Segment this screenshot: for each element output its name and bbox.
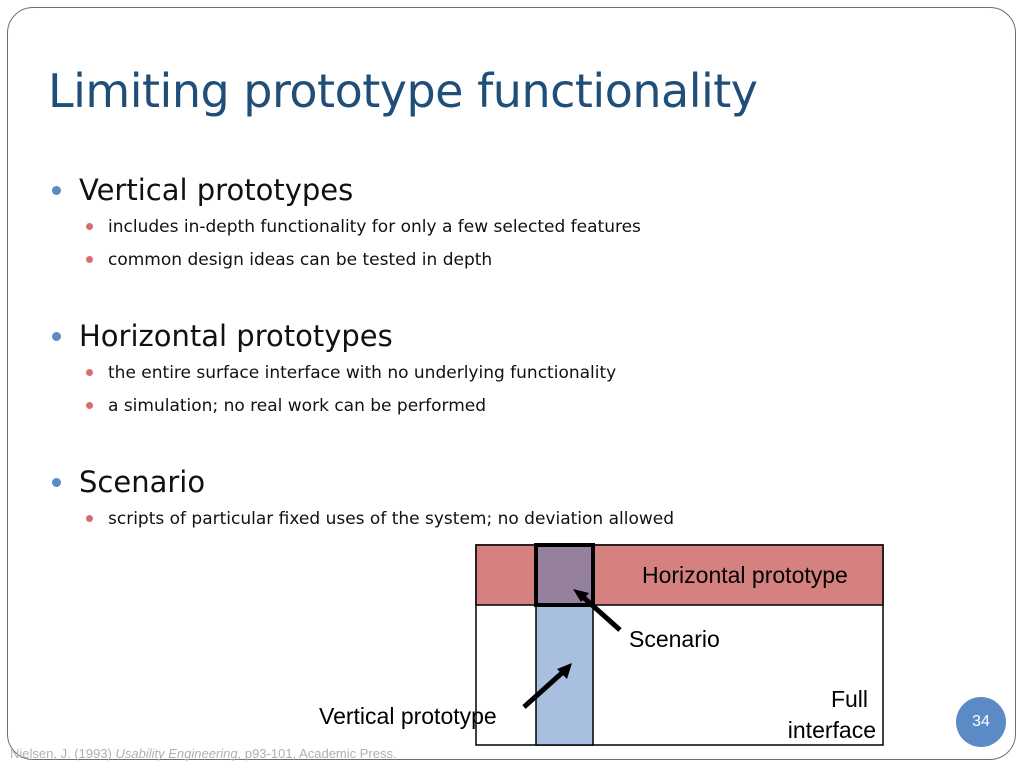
sub-bullet-item: the entire surface interface with no und…: [86, 356, 750, 389]
sub-bullet-text: scripts of particular fixed uses of the …: [108, 508, 675, 529]
sub-bullet-item: a simulation; no real work can be perfor…: [86, 389, 750, 422]
page-number-badge: 34: [956, 697, 1006, 747]
sub-bullet-dot-icon: [86, 369, 93, 376]
bullet-heading: Scenario: [79, 465, 206, 499]
sub-bullet-dot-icon: [86, 515, 93, 522]
bullet-heading: Vertical prototypes: [79, 173, 354, 207]
citation-title: Usability Engineering,: [115, 746, 242, 761]
bullet-item: Horizontal prototypes: [50, 316, 750, 356]
citation-suffix: p93-101, Academic Press.: [241, 746, 397, 761]
sub-bullet-dot-icon: [86, 402, 93, 409]
sub-bullet-dot-icon: [86, 256, 93, 263]
sub-bullet-text: the entire surface interface with no und…: [108, 362, 617, 383]
bullet-group-horizontal: Horizontal prototypes the entire surface…: [50, 316, 750, 422]
bullet-dot-icon: [52, 331, 61, 341]
bullet-item: Scenario: [50, 462, 750, 502]
bullet-dot-icon: [52, 185, 61, 195]
sub-bullet-item: includes in-depth functionality for only…: [86, 210, 750, 243]
sub-bullet-text: a simulation; no real work can be perfor…: [108, 395, 487, 416]
bullet-group-vertical: Vertical prototypes includes in-depth fu…: [50, 170, 750, 276]
sub-bullet-item: scripts of particular fixed uses of the …: [86, 502, 750, 535]
sub-bullet-text: includes in-depth functionality for only…: [108, 216, 641, 237]
footer-citation: Nielsen, J. (1993) Usability Engineering…: [10, 746, 397, 761]
sub-bullet-item: common design ideas can be tested in dep…: [86, 243, 750, 276]
bullet-group-scenario: Scenario scripts of particular fixed use…: [50, 462, 750, 535]
bullet-dot-icon: [52, 477, 61, 487]
bullet-item: Vertical prototypes: [50, 170, 750, 210]
slide-title: Limiting prototype functionality: [48, 64, 758, 118]
sub-bullet-text: common design ideas can be tested in dep…: [108, 249, 493, 270]
citation-prefix: Nielsen, J. (1993): [10, 746, 116, 761]
sub-bullet-dot-icon: [86, 223, 93, 230]
bullet-heading: Horizontal prototypes: [79, 319, 393, 353]
